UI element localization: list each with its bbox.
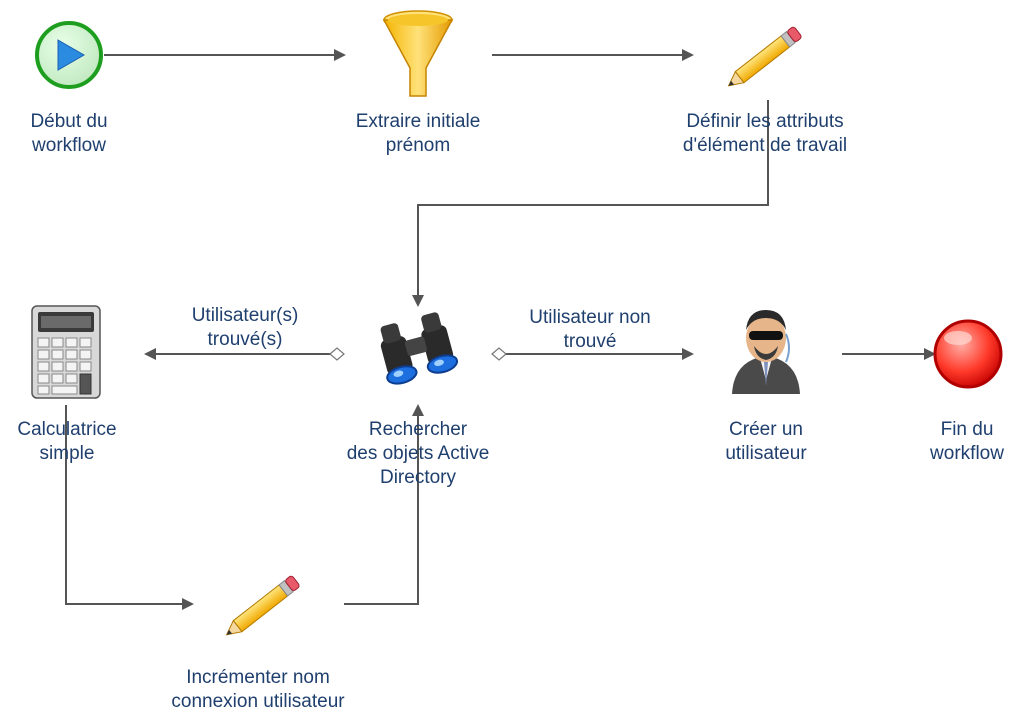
connectors <box>65 49 936 610</box>
edge-label-not-found: Utilisateur non trouvé <box>529 307 651 352</box>
user-agent-icon[interactable] <box>732 310 800 394</box>
play-icon[interactable] <box>35 21 103 89</box>
branch-diamond-found <box>329 347 345 361</box>
node-label-search: Rechercher des objets Active Directory <box>346 419 490 488</box>
calculator-icon[interactable] <box>31 305 101 399</box>
node-label-define: Définir les attributs d'élément de trava… <box>682 111 848 156</box>
branch-diamond-not-found <box>491 347 507 361</box>
pencil-icon[interactable] <box>222 575 300 640</box>
pencil-icon[interactable] <box>724 26 802 91</box>
node-label-end: Fin du workflow <box>930 419 1004 464</box>
edge-define-search <box>412 100 769 307</box>
node-label-extract: Extraire initiale prénom <box>355 111 481 156</box>
edge-calc-increment <box>65 405 194 610</box>
funnel-icon[interactable] <box>382 10 454 97</box>
node-label-start: Début du workflow <box>30 111 108 156</box>
node-label-increment: Incrémenter nom connexion utilisateur <box>171 667 345 712</box>
node-label-create: Créer un utilisateur <box>725 419 807 464</box>
edge-increment-search <box>344 404 424 605</box>
edge-label-found: Utilisateur(s) trouvé(s) <box>191 305 299 350</box>
stop-icon[interactable] <box>933 319 1003 389</box>
node-label-calc: Calculatrice simple <box>17 419 117 464</box>
binoculars-icon[interactable] <box>374 310 459 387</box>
